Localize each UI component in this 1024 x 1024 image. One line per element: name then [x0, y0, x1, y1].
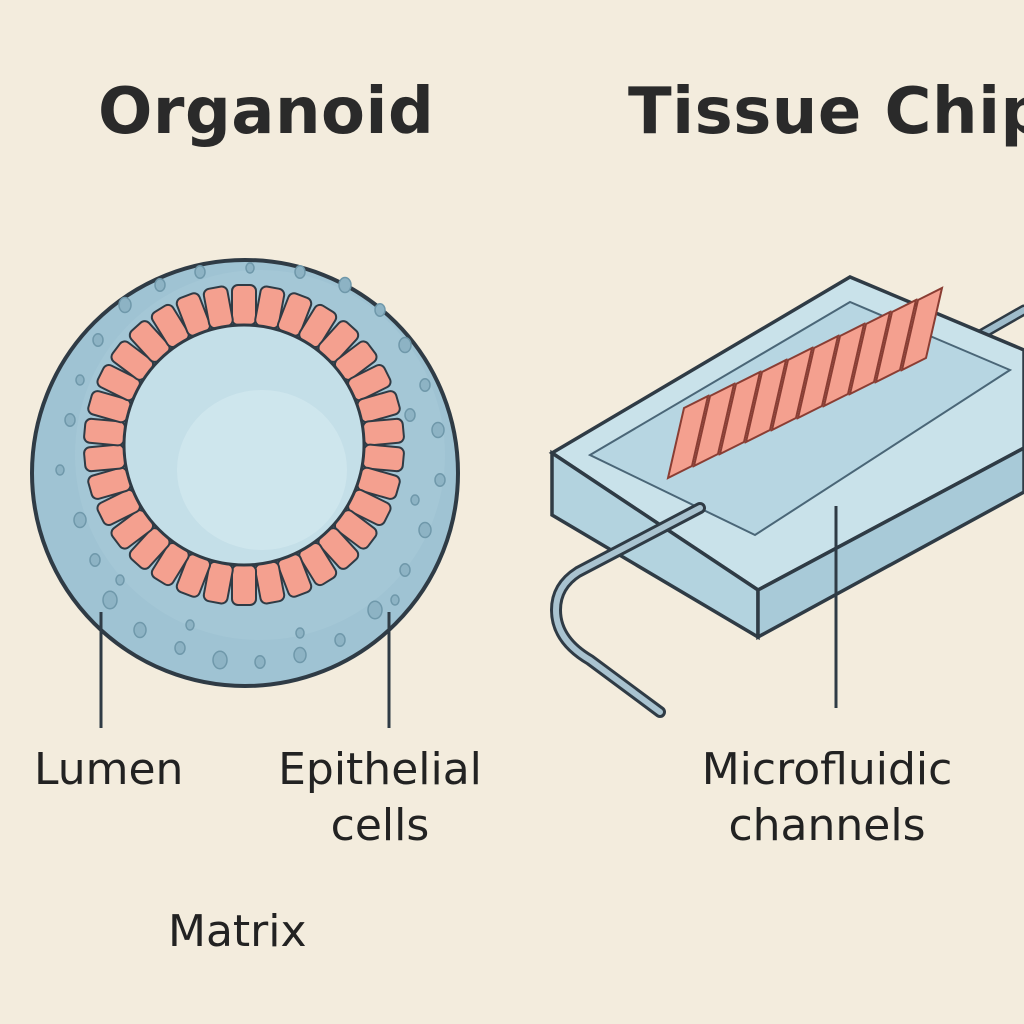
- matrix-bubble: [75, 374, 85, 386]
- matrix-bubble: [254, 655, 266, 669]
- epithelial-cell-ring: [83, 284, 405, 606]
- matrix-bubble: [419, 378, 431, 392]
- epithelial-label-line2: cells: [330, 800, 430, 851]
- matrix-bubble: [154, 278, 166, 292]
- lumen-label: Lumen: [34, 742, 183, 798]
- matrix-bubble: [102, 590, 118, 610]
- tissue-segment: [822, 322, 866, 408]
- matrix-bubble: [390, 594, 400, 606]
- matrix-bubble: [89, 553, 101, 567]
- matrix-bubble: [399, 563, 411, 577]
- tissue-segment: [874, 298, 918, 384]
- tissue-segment: [900, 286, 944, 372]
- matrix-bubble: [367, 600, 383, 620]
- matrix-bubble: [174, 641, 186, 655]
- matrix-bubble: [434, 473, 446, 487]
- matrix-bubble: [118, 296, 132, 314]
- outlet-tube-inner: [552, 505, 703, 715]
- matrix-bubble: [133, 621, 147, 639]
- epithelial-cells-label: Epithelial cells: [270, 742, 490, 854]
- matrix-bubble: [92, 333, 104, 347]
- matrix-bubble: [404, 408, 416, 422]
- tissue-segment: [692, 382, 736, 468]
- microfluidic-label-line1: Microfluidic: [701, 744, 953, 795]
- matrix-bubble: [64, 413, 76, 427]
- matrix-bubble: [410, 494, 420, 506]
- matrix-bubble: [245, 262, 255, 274]
- tissue-segment: [770, 346, 814, 432]
- matrix-bubble: [212, 650, 228, 670]
- matrix-bubble: [115, 574, 125, 586]
- tissue-segment: [718, 370, 762, 456]
- chip-right-face: [756, 446, 1024, 640]
- lumen-highlight: [177, 390, 347, 550]
- microfluidic-channels-label: Microfluidic channels: [684, 742, 970, 854]
- matrix-bubble: [194, 265, 206, 279]
- matrix-bubble: [185, 619, 195, 631]
- matrix-bubble: [293, 646, 307, 664]
- epithelial-label-line1: Epithelial: [278, 744, 482, 795]
- matrix-bubble: [418, 521, 432, 539]
- matrix-bubble: [431, 421, 445, 439]
- matrix-bubble: [374, 303, 386, 317]
- organoid-title: Organoid: [98, 75, 435, 149]
- microfluidic-label-line2: channels: [728, 800, 926, 851]
- matrix-bubble: [338, 276, 352, 294]
- matrix-bubble: [73, 511, 87, 529]
- tissue-segment: [848, 310, 892, 396]
- matrix-label-text: Matrix: [168, 906, 307, 957]
- matrix-bubble: [398, 336, 412, 354]
- lumen-label-text: Lumen: [34, 744, 184, 795]
- matrix-bubble: [294, 265, 306, 279]
- tissue-segment: [666, 394, 710, 480]
- matrix-bubbles: [55, 262, 446, 670]
- tissue-segment: [796, 334, 840, 420]
- tissue-segments: [666, 286, 944, 480]
- matrix-bubble: [334, 633, 346, 647]
- matrix-bubble: [55, 464, 65, 476]
- tissue-chip-title: Tissue Chip: [628, 75, 1024, 149]
- matrix-bubble: [295, 627, 305, 639]
- matrix-label: Matrix: [168, 904, 307, 960]
- tissue-segment: [744, 358, 788, 444]
